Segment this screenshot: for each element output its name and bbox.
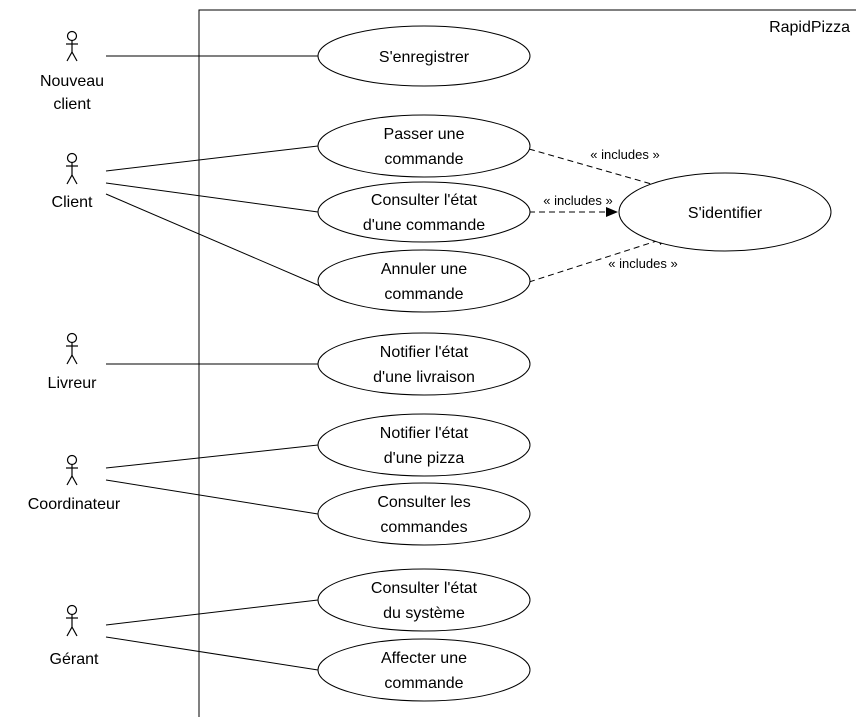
include-dependencies: « includes » « includes » « includes » xyxy=(528,147,678,283)
assoc-client-annuler xyxy=(105,193,321,287)
use-case-label-line2: commandes xyxy=(380,519,467,536)
include-arrow-passer xyxy=(528,148,670,191)
use-case-label-line1: Notifier l'état xyxy=(380,425,469,442)
use-case-consulter-commandes[interactable]: Consulter les commandes xyxy=(317,482,531,546)
use-case-label-line1: Passer une xyxy=(384,126,465,143)
use-case-label-line2: d'une pizza xyxy=(384,450,465,467)
assoc-coordinateur-notifier-pizza xyxy=(105,444,319,469)
use-case-label-line2: du système xyxy=(383,605,465,622)
include-label-annuler: « includes » xyxy=(608,256,677,271)
use-case-label-line2: d'une livraison xyxy=(373,369,475,386)
include-label-consulter: « includes » xyxy=(543,193,612,208)
actor-label: Gérant xyxy=(50,651,99,668)
assoc-client-passer xyxy=(105,145,319,172)
actor-livreur[interactable]: Livreur xyxy=(48,332,98,393)
use-case-label-line1: Consulter les xyxy=(377,494,470,511)
use-case-annuler-commande[interactable]: Annuler une commande xyxy=(317,249,531,313)
associations xyxy=(105,55,321,671)
actor-label-line2: client xyxy=(53,96,91,113)
stick-figure-icon xyxy=(66,454,78,486)
stick-figure-icon xyxy=(66,604,78,637)
system-name: RapidPizza xyxy=(769,19,850,36)
stick-figure-icon xyxy=(66,30,78,62)
use-case-label-line2: d'une commande xyxy=(363,217,485,234)
use-case-label-line1: Affecter une xyxy=(381,650,467,667)
include-arrow-annuler xyxy=(528,235,670,283)
use-case-label-line2: commande xyxy=(384,286,463,303)
use-case-label-line1: Notifier l'état xyxy=(380,344,469,361)
use-case-label-line1: Annuler une xyxy=(381,261,467,278)
actor-label: Coordinateur xyxy=(28,496,121,513)
use-case-enregistrer[interactable]: S'enregistrer xyxy=(317,25,531,87)
use-case-label-line2: commande xyxy=(384,675,463,692)
use-case-notifier-livraison[interactable]: Notifier l'état d'une livraison xyxy=(317,332,531,396)
stick-figure-icon xyxy=(66,152,78,185)
use-case-identifier[interactable]: S'identifier xyxy=(618,172,832,252)
use-case-label: S'enregistrer xyxy=(379,49,470,66)
use-case-notifier-pizza[interactable]: Notifier l'état d'une pizza xyxy=(317,413,531,477)
assoc-gerant-consulter-systeme xyxy=(105,599,319,626)
assoc-coordinateur-consulter-commandes xyxy=(105,479,319,515)
stick-figure-icon xyxy=(66,332,78,365)
use-case-passer-commande[interactable]: Passer une commande xyxy=(317,114,531,178)
actor-gerant[interactable]: Gérant xyxy=(50,604,99,669)
actor-client[interactable]: Client xyxy=(52,152,93,212)
include-label-passer: « includes » xyxy=(590,147,659,162)
actor-label: Livreur xyxy=(48,375,98,392)
actor-nouveau-client[interactable]: Nouveau client xyxy=(40,30,104,114)
actor-coordinateur[interactable]: Coordinateur xyxy=(28,454,121,514)
actor-label-line1: Nouveau xyxy=(40,73,104,90)
assoc-client-consulter-etat xyxy=(105,182,319,213)
actor-label: Client xyxy=(52,194,93,211)
use-case-label-line1: Consulter l'état xyxy=(371,580,478,597)
use-case-label: S'identifier xyxy=(688,205,763,222)
use-case-label-line1: Consulter l'état xyxy=(371,192,478,209)
use-case-label-line2: commande xyxy=(384,151,463,168)
use-case-affecter-commande[interactable]: Affecter une commande xyxy=(317,638,531,702)
use-case-consulter-systeme[interactable]: Consulter l'état du système xyxy=(317,568,531,632)
use-case-consulter-etat-commande[interactable]: Consulter l'état d'une commande xyxy=(317,181,531,243)
system-boundary xyxy=(198,9,856,717)
assoc-gerant-affecter xyxy=(105,636,319,671)
